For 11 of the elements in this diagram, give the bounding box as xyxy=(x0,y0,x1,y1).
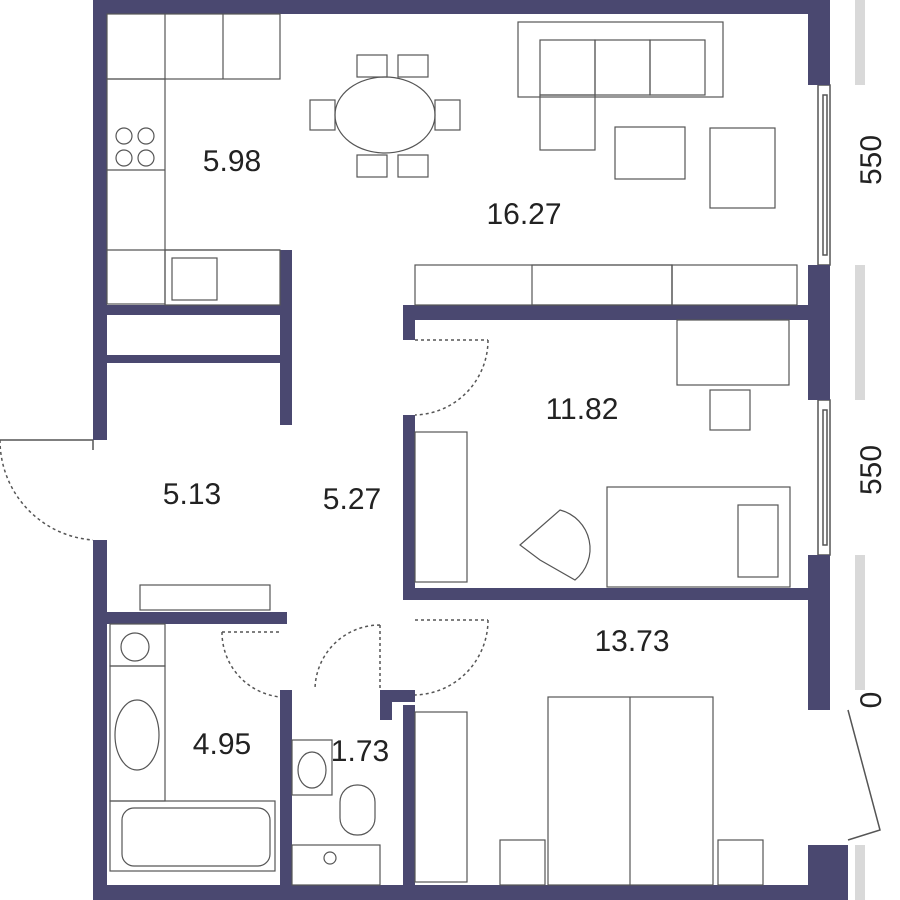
dimension-label: 550 xyxy=(857,134,887,186)
room-area-label: 5.98 xyxy=(202,147,262,177)
room-area-label: 13.73 xyxy=(594,627,670,657)
dimension-label: 550 xyxy=(857,444,887,496)
room-area-label: 1.73 xyxy=(330,737,390,767)
room-area-label: 4.95 xyxy=(192,730,252,760)
room-area-label: 11.82 xyxy=(546,395,618,425)
room-area-label: 5.13 xyxy=(162,480,222,510)
room-area-label: 5.27 xyxy=(322,485,382,515)
room-area-label: 16.27 xyxy=(486,200,562,230)
dimension-label: 0 xyxy=(857,692,887,708)
